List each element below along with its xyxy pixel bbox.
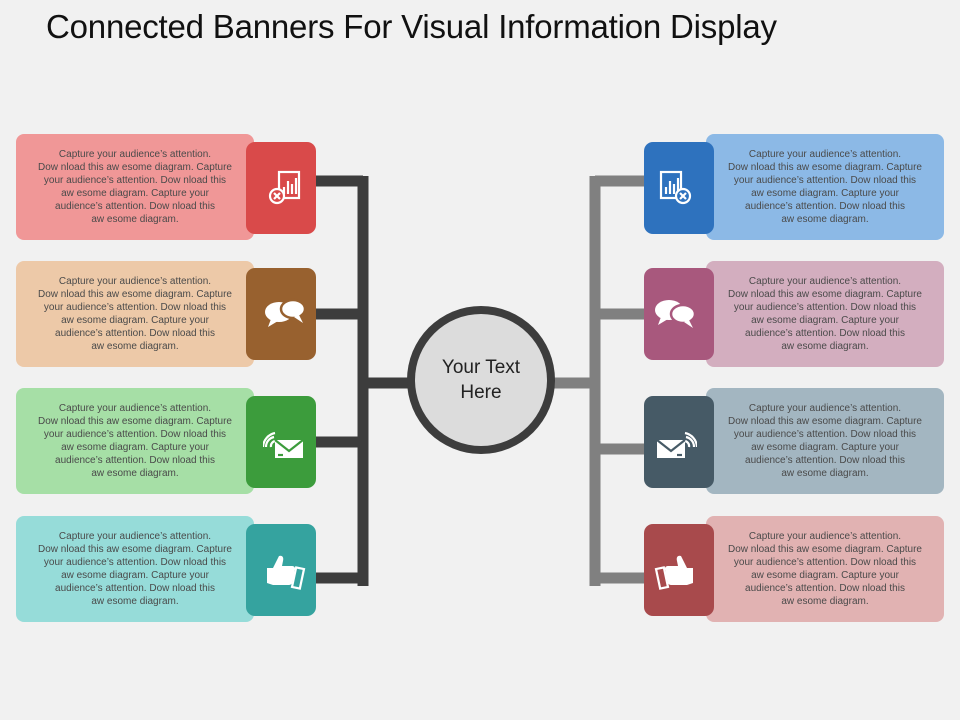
left-connector	[314, 175, 410, 586]
right-connector	[552, 175, 646, 586]
center-hub-circle: Your Text Here	[407, 306, 555, 454]
card-text: Capture your audience’s attention. Dow n…	[38, 403, 232, 479]
chat-bubbles-icon	[265, 298, 307, 327]
right-icon-box-3	[644, 396, 714, 488]
right-icon-box-4	[644, 524, 714, 616]
report-chart-icon	[659, 170, 692, 205]
left-icon-box-2	[246, 268, 316, 360]
right-icon-box-2	[644, 268, 714, 360]
card-text: Capture your audience’s attention. Dow n…	[38, 276, 232, 352]
page-title: Connected Banners For Visual Information…	[46, 8, 777, 45]
center-hub-inner: Your Text Here	[415, 314, 547, 446]
right-card-2: Capture your audience’s attention. Dow n…	[706, 261, 944, 367]
right-card-4: Capture your audience’s attention. Dow n…	[706, 516, 944, 622]
left-card-3: Capture your audience’s attention. Dow n…	[16, 388, 254, 494]
left-icon-box-4	[246, 524, 316, 616]
card-text: Capture your audience’s attention. Dow n…	[728, 149, 922, 225]
right-icon-box-1	[644, 142, 714, 234]
thumbs-up-icon	[654, 555, 693, 590]
card-text: Capture your audience’s attention. Dow n…	[728, 276, 922, 352]
thumbs-up-icon	[267, 555, 306, 590]
wireless-mail-icon	[263, 431, 304, 458]
card-text: Capture your audience’s attention. Dow n…	[38, 149, 232, 225]
left-card-4: Capture your audience’s attention. Dow n…	[16, 516, 254, 622]
card-text: Capture your audience’s attention. Dow n…	[728, 531, 922, 607]
hub-label: Your Text Here	[441, 357, 521, 403]
right-card-1: Capture your audience’s attention. Dow n…	[706, 134, 944, 240]
report-chart-icon	[268, 170, 301, 205]
wireless-mail-icon	[656, 431, 697, 458]
card-text: Capture your audience’s attention. Dow n…	[38, 531, 232, 607]
left-card-2: Capture your audience’s attention. Dow n…	[16, 261, 254, 367]
left-icon-box-1	[246, 142, 316, 234]
right-card-3: Capture your audience’s attention. Dow n…	[706, 388, 944, 494]
card-text: Capture your audience’s attention. Dow n…	[728, 403, 922, 479]
chat-bubbles-icon	[655, 300, 697, 328]
left-card-1: Capture your audience’s attention. Dow n…	[16, 134, 254, 240]
left-icon-box-3	[246, 396, 316, 488]
